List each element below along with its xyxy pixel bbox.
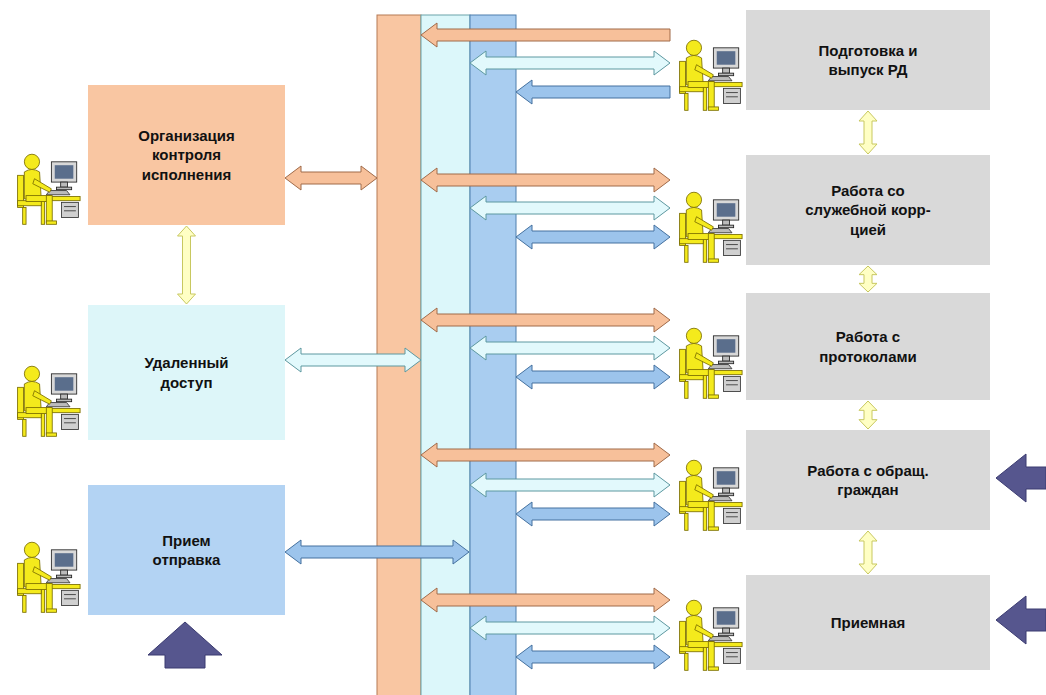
double-arrow [178, 226, 196, 304]
bus-arrow [421, 443, 670, 467]
process-box: Организация контроля исполнения [88, 85, 285, 225]
bus-arrow [421, 588, 670, 612]
bus-arrow [285, 348, 421, 372]
operator-icon [680, 192, 742, 262]
box-label: Работа с обращ. граждан [798, 461, 938, 500]
box-label: Приемная [831, 613, 906, 633]
bus-arrow [421, 23, 670, 47]
bus-arrow [470, 473, 670, 497]
bus-arrow [470, 616, 670, 640]
process-box: Работа с протоколами [746, 293, 990, 400]
bus-arrow [470, 336, 670, 360]
bus-arrow [285, 540, 469, 564]
cyan-bus [421, 15, 470, 695]
bus-arrow [516, 80, 670, 104]
bus-arrow [516, 502, 670, 526]
operator-icon [680, 460, 742, 530]
double-arrow [859, 531, 877, 574]
input-arrow [996, 454, 1046, 502]
bus-arrow [470, 196, 670, 220]
bus-arrow [516, 365, 670, 389]
bus-arrow [285, 166, 377, 190]
bus-arrow [516, 645, 670, 669]
operator-icon [680, 40, 742, 110]
process-box: Подготовка и выпуск РД [746, 10, 990, 110]
operator-icon [18, 154, 80, 224]
input-arrow [996, 596, 1046, 644]
box-label: Работа с протоколами [798, 327, 938, 366]
operator-icon [680, 328, 742, 398]
box-label: Прием отправка [131, 531, 243, 570]
blue-bus [470, 15, 516, 695]
bus-arrow [421, 168, 670, 192]
process-box: Прием отправка [88, 485, 285, 615]
box-label: Удаленный доступ [131, 353, 243, 392]
box-label: Организация контроля исполнения [131, 126, 243, 185]
operator-icon [680, 600, 742, 670]
double-arrow [859, 266, 877, 292]
process-box: Работа со служебной корр-цией [746, 155, 990, 265]
bus-arrow [421, 308, 670, 332]
double-arrow [859, 111, 877, 154]
input-arrow [148, 622, 222, 668]
process-box: Приемная [746, 575, 990, 670]
operator-icon [18, 542, 80, 612]
bus-arrow [516, 225, 670, 249]
double-arrow [859, 401, 877, 429]
process-box: Работа с обращ. граждан [746, 430, 990, 530]
box-label: Подготовка и выпуск РД [798, 41, 938, 80]
box-label: Работа со служебной корр-цией [798, 181, 938, 240]
operator-icon [18, 366, 80, 436]
bus-arrow [470, 51, 670, 75]
process-box: Удаленный доступ [88, 305, 285, 440]
